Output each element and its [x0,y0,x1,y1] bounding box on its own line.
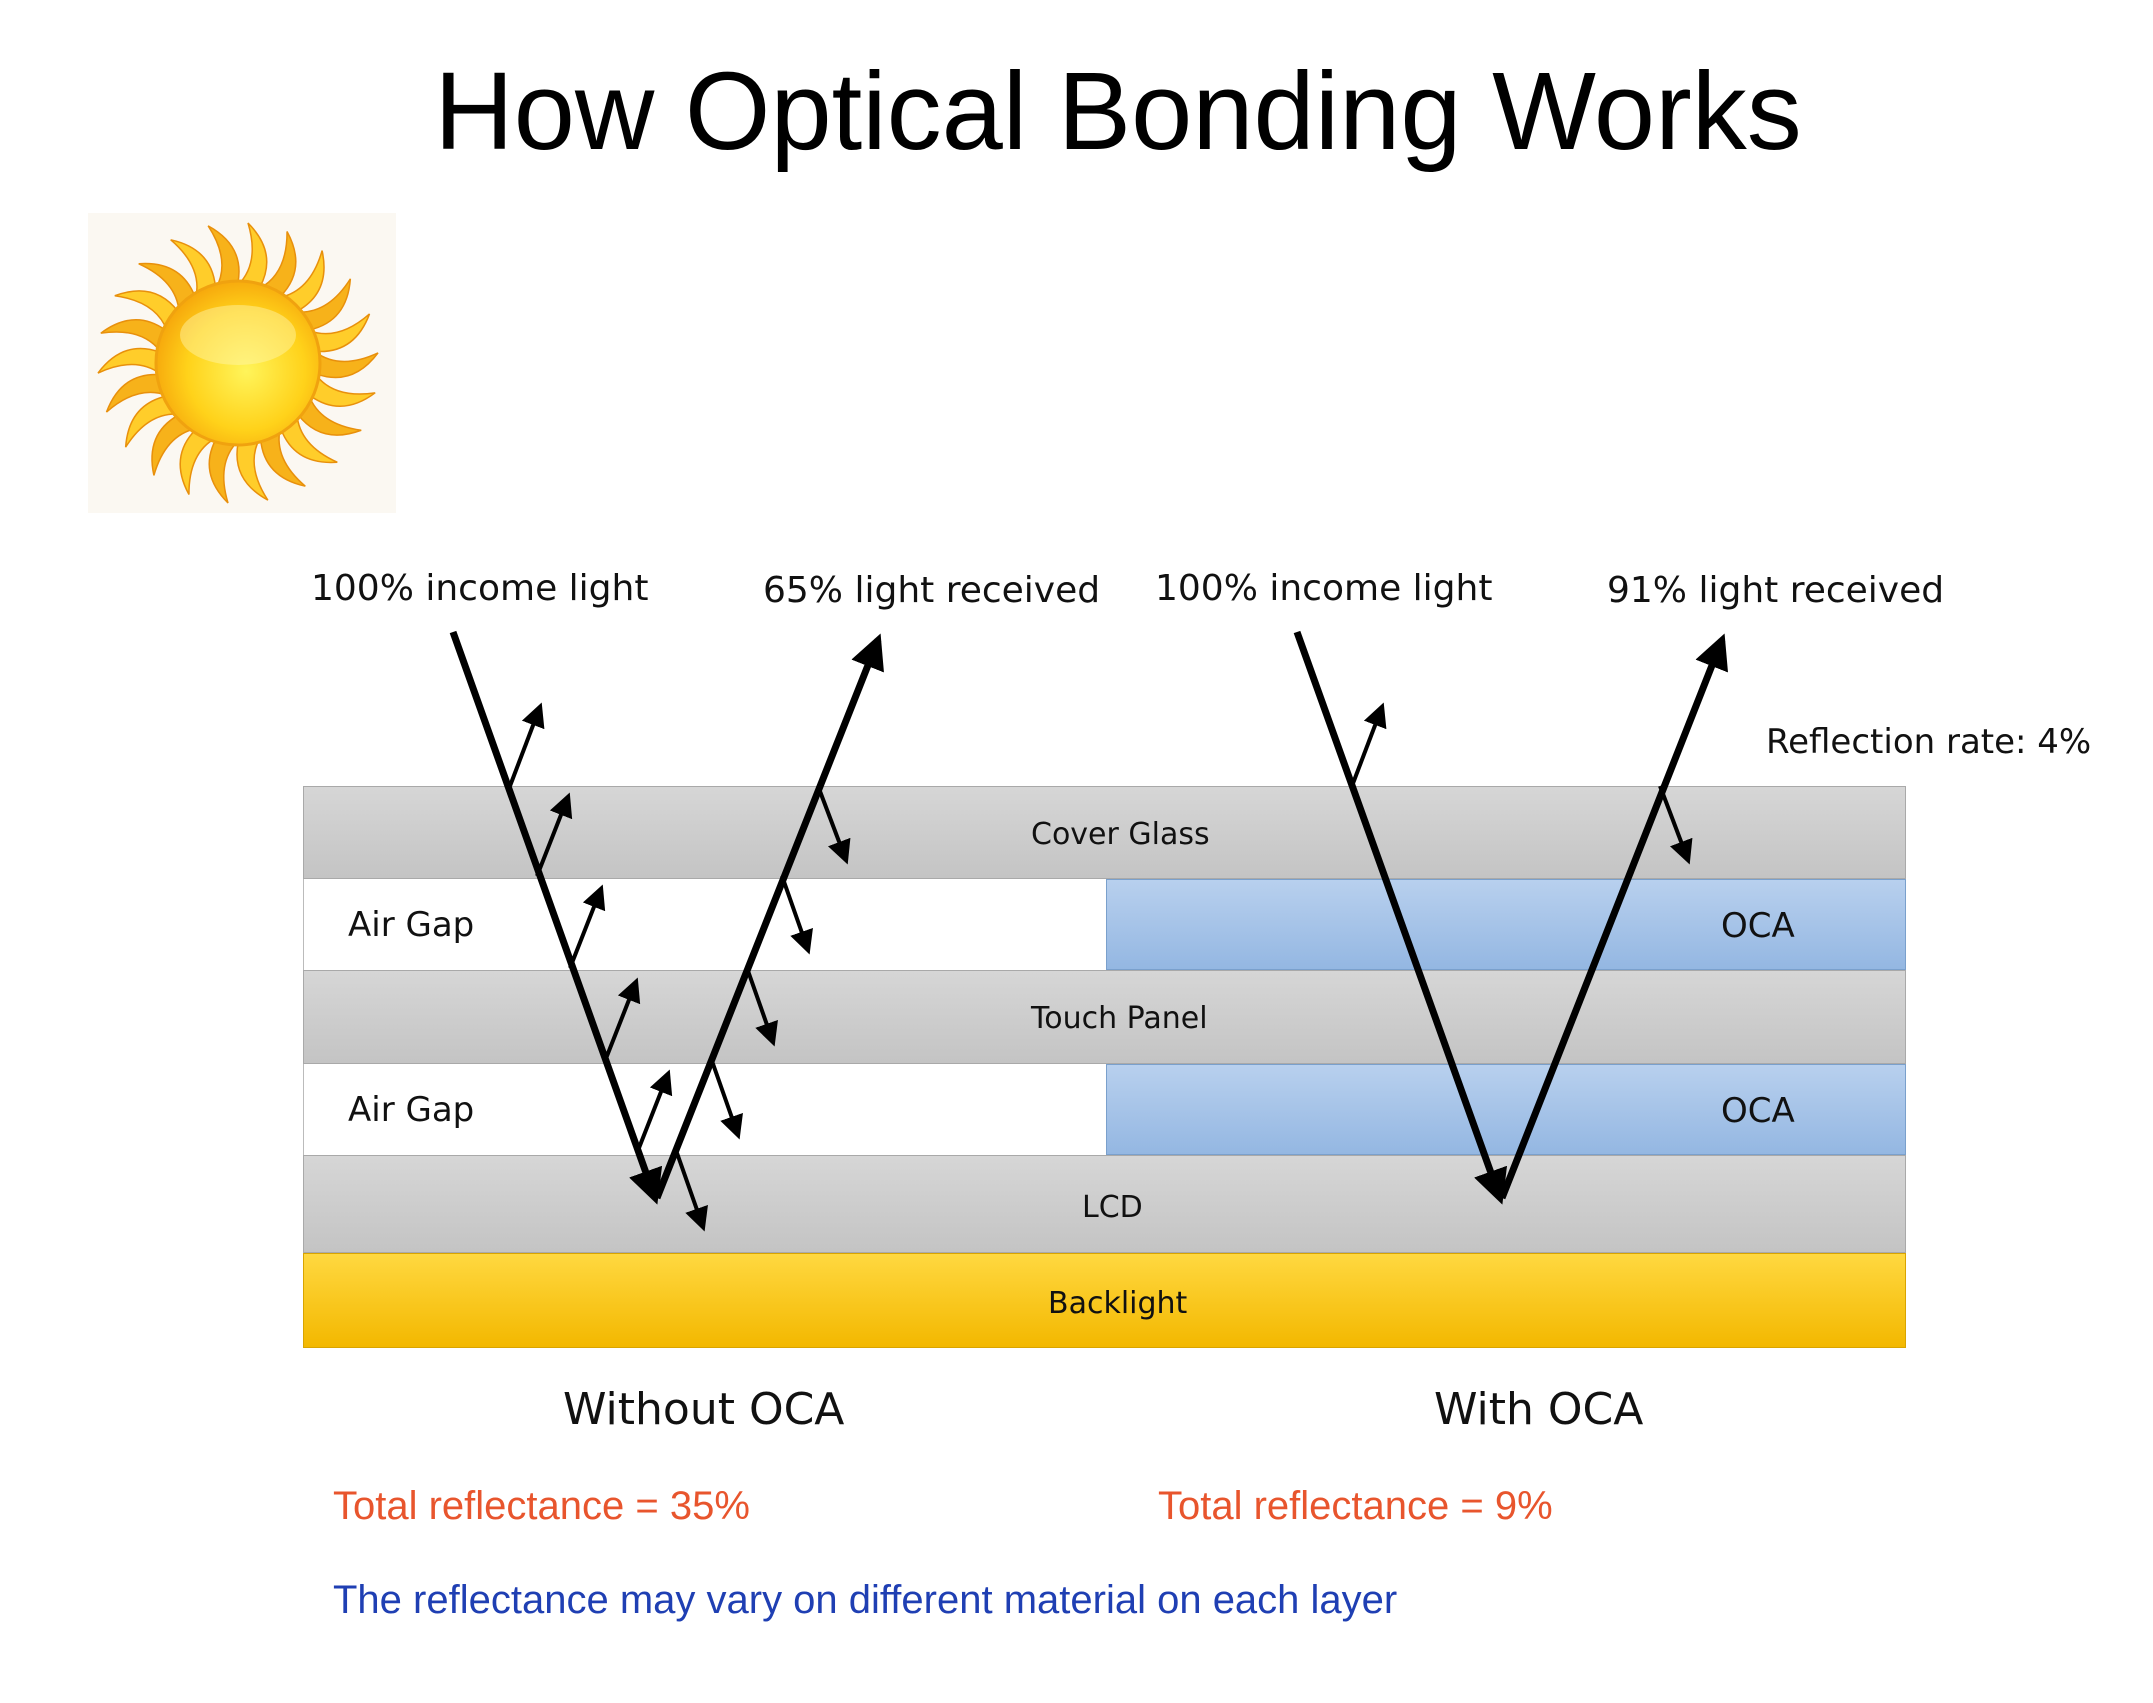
left-reflect-4 [603,977,641,1062]
left-incident-ray [449,630,663,1205]
left-reflect-1 [508,702,545,787]
sun-ray [179,428,218,495]
page-title: How Optical Bonding Works [434,50,1802,173]
oca-2-label: OCA [1721,1091,1795,1131]
sun-ray [97,347,162,376]
without-oca-caption: Without OCA [563,1384,845,1435]
sun-ray [207,225,240,290]
sun-ray [295,278,352,331]
air-gap-1-layer: Air Gap [303,879,1104,970]
lcd-layer: LCD [303,1155,1906,1253]
left-total-reflectance: Total reflectance = 35% [333,1484,750,1528]
left-trans-4 [710,1060,743,1140]
oca-2-layer: OCA [1106,1064,1906,1155]
with-oca-caption: With OCA [1434,1384,1644,1435]
sun-ray [138,262,196,314]
air-gap-2-label: Air Gap [348,1090,475,1130]
right-received-label: 91% light received [1607,570,1945,611]
right-reflect-1 [1350,702,1387,787]
sun-ray [236,222,268,288]
sun-ray [170,239,217,299]
sun-ray [297,393,362,436]
sun-ray [280,412,338,464]
sun-ray [208,438,240,504]
reflection-rate-label: Reflection rate: 4% [1766,722,2092,762]
left-reflect-2 [535,792,573,877]
sun-ray [236,436,269,501]
air-gap-1-label: Air Gap [348,905,475,945]
left-trans-1 [816,785,851,865]
sun-ray [278,250,325,312]
lcd-label: LCD [1082,1190,1143,1225]
sun-ray [259,427,306,487]
right-exit-ray [1498,633,1729,1200]
left-reflect-5 [635,1069,673,1154]
left-reflect-3 [568,884,606,969]
sun-ray [124,395,181,448]
left-trans-2 [780,875,813,955]
right-incoming-label: 100% income light [1155,568,1493,609]
sun-ray [114,290,179,333]
left-trans-3 [745,967,778,1047]
left-received-label: 65% light received [763,570,1101,611]
sun-ray [258,231,297,298]
reflectance-note: The reflectance may vary on different ma… [333,1578,1398,1622]
backlight-layer: Backlight [303,1253,1906,1348]
left-trans-5 [675,1152,708,1232]
right-total-reflectance: Total reflectance = 9% [1158,1484,1553,1528]
left-incoming-label: 100% income light [311,568,649,609]
oca-1-layer: OCA [1106,879,1906,970]
touch-panel-label: Touch Panel [1031,1001,1208,1036]
oca-1-label: OCA [1721,906,1795,946]
backlight-label: Backlight [1048,1286,1188,1321]
sun-icon [88,213,396,513]
sun-ray [314,350,379,379]
cover-glass-label: Cover Glass [1031,817,1210,852]
right-incident-ray [1293,630,1508,1205]
sun-ray [151,414,198,476]
touch-panel-layer: Touch Panel [303,970,1906,1064]
right-trans-1 [1658,785,1693,865]
sun-ray [105,373,169,413]
left-exit-ray [653,633,884,1200]
sun-ray [307,313,371,353]
sun-ray [309,372,376,407]
sun-ray [100,319,167,354]
